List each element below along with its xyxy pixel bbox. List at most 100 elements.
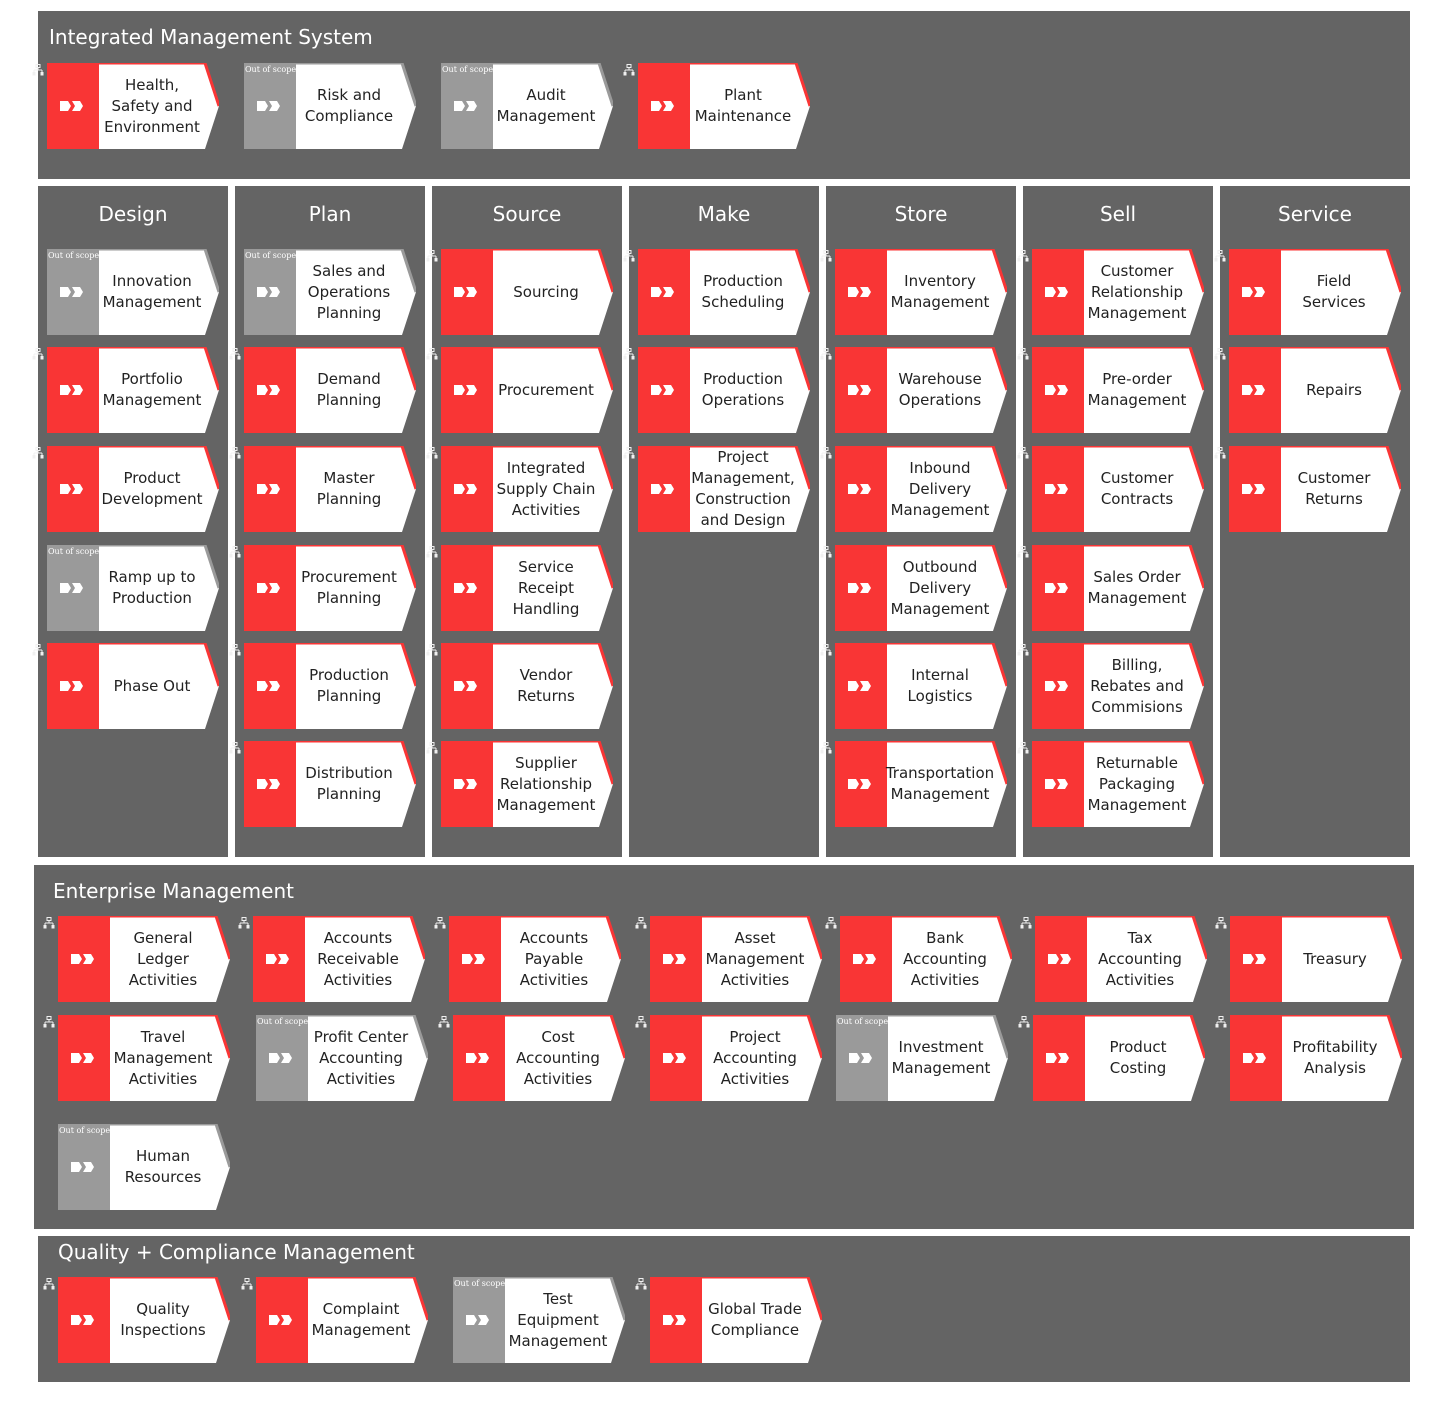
hierarchy-icon xyxy=(635,917,647,929)
card-label: Portfolio Management xyxy=(102,370,202,409)
process-card-bank-accounting-activities[interactable]: Bank Accounting Activities xyxy=(840,916,1012,1002)
hierarchy-icon xyxy=(1020,917,1032,929)
process-card-portfolio-management[interactable]: Portfolio Management xyxy=(47,347,219,433)
card-body xyxy=(296,63,416,149)
process-card-master-planning[interactable]: Master Planning xyxy=(244,446,416,532)
process-card-supplier-relationship-management[interactable]: Supplier Relationship Management xyxy=(441,741,613,827)
process-card-billing-rebates-and-commisions[interactable]: Billing, Rebates and Commisions xyxy=(1032,643,1204,729)
card-label: Accounts Payable Activities xyxy=(519,928,589,989)
process-card-inbound-delivery-management[interactable]: Inbound Delivery Management xyxy=(835,446,1007,532)
process-card-cost-accounting-activities[interactable]: Cost Accounting Activities xyxy=(453,1015,625,1101)
process-card-customer-returns[interactable]: Customer Returns xyxy=(1229,446,1401,532)
card-body xyxy=(690,63,810,149)
process-card-general-ledger-activities[interactable]: General Ledger Activities xyxy=(58,916,230,1002)
process-card-customer-contracts[interactable]: Customer Contracts xyxy=(1032,446,1204,532)
card-body xyxy=(702,1015,822,1101)
process-card-profitability-analysis[interactable]: Profitability Analysis xyxy=(1230,1015,1402,1101)
in-scope-marker xyxy=(1033,1015,1085,1101)
hierarchy-icon xyxy=(238,917,250,929)
process-card-integrated-supply-chain-activities[interactable]: Integrated Supply Chain Activities xyxy=(441,446,613,532)
value-chain-icon xyxy=(257,681,280,691)
process-card-accounts-payable-activities[interactable]: Accounts Payable Activities xyxy=(449,916,621,1002)
process-card-procurement-planning[interactable]: Procurement Planning xyxy=(244,545,416,631)
process-card-warehouse-operations[interactable]: Warehouse Operations xyxy=(835,347,1007,433)
process-card-project-management-construction-and-design[interactable]: Project Management, Construction and Des… xyxy=(638,446,810,532)
in-scope-marker xyxy=(47,446,99,532)
hierarchy-icon xyxy=(1017,644,1029,656)
process-card-distribution-planning[interactable]: Distribution Planning xyxy=(244,741,416,827)
process-card-internal-logistics[interactable]: Internal Logistics xyxy=(835,643,1007,729)
process-card-customer-relationship-management[interactable]: Customer Relationship Management xyxy=(1032,249,1204,335)
in-scope-marker xyxy=(58,1277,110,1363)
process-card-procurement[interactable]: Procurement xyxy=(441,347,613,433)
card-body xyxy=(110,916,230,1002)
process-card-quality-inspections[interactable]: Quality Inspections xyxy=(58,1277,230,1363)
in-scope-marker xyxy=(650,1277,702,1363)
card-label: Supplier Relationship Management xyxy=(496,753,596,814)
value-chain-icon xyxy=(1242,385,1265,395)
in-scope-marker xyxy=(1032,347,1084,433)
in-scope-marker xyxy=(58,916,110,1002)
card-body xyxy=(887,446,1007,532)
in-scope-marker xyxy=(1230,1015,1282,1101)
hierarchy-icon xyxy=(635,1016,647,1028)
process-card-demand-planning[interactable]: Demand Planning xyxy=(244,347,416,433)
hierarchy-icon xyxy=(229,348,241,360)
process-card-field-services[interactable]: Field Services xyxy=(1229,249,1401,335)
process-card-tax-accounting-activities[interactable]: Tax Accounting Activities xyxy=(1035,916,1207,1002)
process-card-sourcing[interactable]: Sourcing xyxy=(441,249,613,335)
in-scope-marker xyxy=(1032,643,1084,729)
card-body xyxy=(308,1277,428,1363)
process-card-outbound-delivery-management[interactable]: Outbound Delivery Management xyxy=(835,545,1007,631)
card-label: Project Accounting Activities xyxy=(713,1027,797,1088)
card-body xyxy=(493,741,613,827)
process-card-complaint-management[interactable]: Complaint Management xyxy=(256,1277,428,1363)
process-card-product-costing[interactable]: Product Costing xyxy=(1033,1015,1205,1101)
in-scope-marker xyxy=(1032,249,1084,335)
in-scope-marker xyxy=(47,63,99,149)
value-chain-icon xyxy=(454,385,477,395)
process-card-plant-maintenance[interactable]: Plant Maintenance xyxy=(638,63,810,149)
card-label: Test Equipment Management xyxy=(508,1289,608,1350)
process-card-product-development[interactable]: Product Development xyxy=(47,446,219,532)
process-card-production-scheduling[interactable]: Production Scheduling xyxy=(638,249,810,335)
process-card-vendor-returns[interactable]: Vendor Returns xyxy=(441,643,613,729)
process-card-repairs[interactable]: Repairs xyxy=(1229,347,1401,433)
card-label: Inbound Delivery Management xyxy=(890,458,990,519)
value-chain-icon xyxy=(663,1315,686,1325)
card-label: Accounts Receivable Activities xyxy=(317,928,399,989)
card-body xyxy=(99,63,219,149)
process-card-pre-order-management[interactable]: Pre-order Management xyxy=(1032,347,1204,433)
process-card-treasury[interactable]: Treasury xyxy=(1230,916,1402,1002)
process-card-sales-order-management[interactable]: Sales Order Management xyxy=(1032,545,1204,631)
value-chain-icon xyxy=(1243,954,1266,964)
process-card-production-planning[interactable]: Production Planning xyxy=(244,643,416,729)
process-card-production-operations[interactable]: Production Operations xyxy=(638,347,810,433)
card-label: Quality Inspections xyxy=(120,1300,206,1339)
process-card-accounts-receivable-activities[interactable]: Accounts Receivable Activities xyxy=(253,916,425,1002)
process-card-phase-out[interactable]: Phase Out xyxy=(47,643,219,729)
card-label: Sourcing xyxy=(513,282,579,301)
card-body xyxy=(99,446,219,532)
process-card-asset-management-activities[interactable]: Asset Management Activities xyxy=(650,916,822,1002)
process-card-transportation-management[interactable]: Transportation Management xyxy=(835,741,1007,827)
process-card-health-safety-and-environment[interactable]: Health, Safety and Environment xyxy=(47,63,219,149)
card-body xyxy=(887,741,1007,827)
process-card-project-accounting-activities[interactable]: Project Accounting Activities xyxy=(650,1015,822,1101)
process-card-returnable-packaging-management[interactable]: Returnable Packaging Management xyxy=(1032,741,1204,827)
process-card-service-receipt-handling[interactable]: Service Receipt Handling xyxy=(441,545,613,631)
card-body xyxy=(493,545,613,631)
process-card-travel-management-activities[interactable]: Travel Management Activities xyxy=(58,1015,230,1101)
in-scope-marker xyxy=(835,347,887,433)
process-card-global-trade-compliance[interactable]: Global Trade Compliance xyxy=(650,1277,822,1363)
process-card-inventory-management[interactable]: Inventory Management xyxy=(835,249,1007,335)
